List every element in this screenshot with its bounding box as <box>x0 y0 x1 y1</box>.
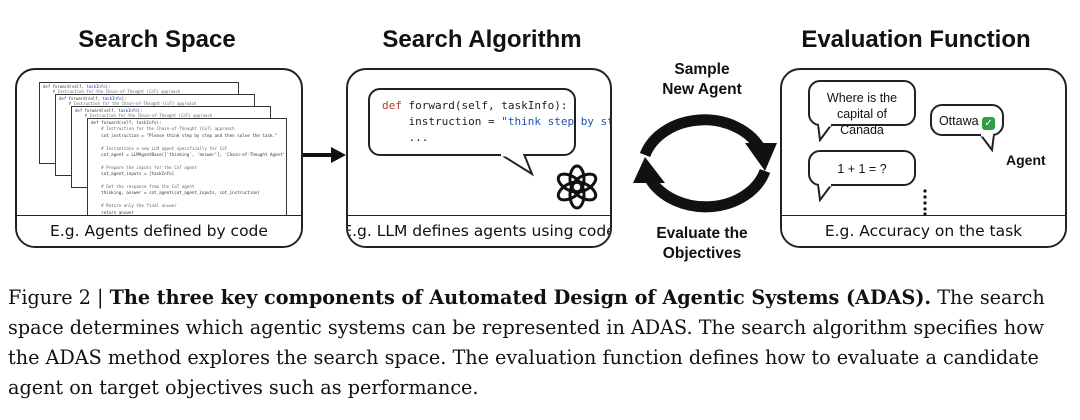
code-page-back-line: # Instruction for the Chain-of-Thought (… <box>59 101 197 106</box>
speech-bubble-tail <box>816 124 834 142</box>
heading-search-space: Search Space <box>78 26 236 53</box>
code-speech-bubble: def forward(self, taskInfo): instruction… <box>368 88 610 156</box>
code-line: # Instruction for the Chain-of-Thought (… <box>91 126 235 132</box>
speech-bubble-tail <box>498 154 535 177</box>
code-line: return answer <box>91 209 134 215</box>
evaluation-caption: E.g. Accuracy on the task <box>782 215 1065 246</box>
search-algorithm-caption: E.g. LLM defines agents using code <box>348 215 610 246</box>
sample-new-agent-label: Sample New Agent <box>662 61 742 98</box>
code-page-back-line: # Instruction for the Chain-of-Thought (… <box>75 113 213 118</box>
cycle-arrows-icon <box>633 114 777 213</box>
code-line: # Get the response from the CoT agent <box>91 184 195 190</box>
question-bubble-math: 1 + 1 = ? <box>808 150 916 186</box>
agent-label: Agent <box>1006 152 1046 168</box>
code-line: # Return only the final answer <box>91 203 177 209</box>
code-line: # Instantiate a new LLM agent specifical… <box>91 145 228 151</box>
check-mark-icon: ✓ <box>982 117 996 130</box>
figure-caption-body: The search space determines which agenti… <box>8 286 1045 399</box>
code-line: cot_agent_inputs = [taskInfo] <box>91 171 175 177</box>
answer-text: Ottawa <box>938 114 979 128</box>
code-line: def forward(self, taskInfo): <box>91 120 162 125</box>
evaluate-objectives-label: Evaluate the Objectives <box>656 225 748 262</box>
code-line: instruction = <box>382 115 502 128</box>
search-space-panel: def forward(self, taskInfo): # Instructi… <box>15 68 303 248</box>
figure-caption-title: The three key components of Automated De… <box>109 286 932 309</box>
code-line: cot_agent = LLMAgentBase(['thinking', 'a… <box>91 152 287 158</box>
code-line: cot_instruction = "Please think step by … <box>91 132 278 138</box>
search-space-caption: E.g. Agents defined by code <box>17 215 301 246</box>
heading-evaluation-function: Evaluation Function <box>801 26 1031 53</box>
speech-bubble-tail <box>816 184 834 202</box>
figure-label: Figure 2 | <box>8 286 110 309</box>
code-line: # Prepare the inputs for the CoT agent <box>91 164 197 170</box>
code-line: ... <box>382 131 429 144</box>
evaluation-function-panel: Where is the capital of Canada Ottawa ✓ … <box>780 68 1067 248</box>
question-bubble-capital: Where is the capital of Canada <box>808 80 916 137</box>
figure-caption: Figure 2 | The three key components of A… <box>8 283 1074 403</box>
agent-code-block: def forward(self, taskInfo): # Instructi… <box>91 120 287 216</box>
heading-search-algorithm: Search Algorithm <box>382 26 582 53</box>
ellipsis-dots-icon <box>923 189 927 216</box>
code-string: "think step by step." <box>501 115 610 128</box>
right-arrow-icon <box>303 147 346 163</box>
code-line: thinking, answer = cot_agent(cot_agent_i… <box>91 190 260 196</box>
openai-logo-icon <box>556 164 598 210</box>
code-line: forward(self, taskInfo): <box>401 99 568 112</box>
code-page-back-line: # Instruction for the Chain-of-Thought (… <box>43 89 181 94</box>
speech-bubble-tail <box>978 134 996 152</box>
code-keyword: def <box>382 99 402 112</box>
answer-bubble: Ottawa ✓ <box>930 104 1004 136</box>
search-algorithm-panel: def forward(self, taskInfo): instruction… <box>346 68 612 248</box>
